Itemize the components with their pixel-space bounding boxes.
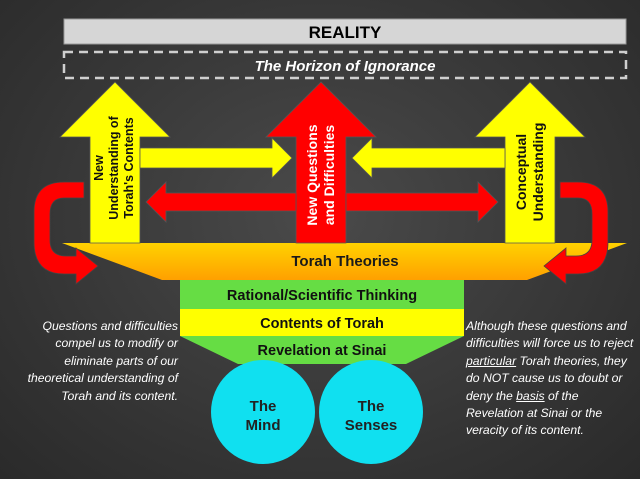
reality-label: REALITY <box>309 23 382 42</box>
center-up-arrow <box>265 81 377 244</box>
svg-text:Torah's Contents: Torah's Contents <box>122 117 136 218</box>
rational-thinking-layer <box>180 280 464 309</box>
horizon-box <box>62 50 628 80</box>
rational-thinking-label: Rational/Scientific Thinking <box>227 288 417 304</box>
torah-theories-layer <box>62 243 627 280</box>
revelation-layer <box>180 336 464 364</box>
svg-text:Conceptual: Conceptual <box>513 134 529 210</box>
svg-text:Understanding of: Understanding of <box>107 115 121 219</box>
right-curved-arrow <box>543 181 609 285</box>
horizon-label: The Horizon of Ignorance <box>255 58 436 75</box>
left-arrow-label: New Understanding of Torah's Contents <box>92 115 136 219</box>
right-arrow-label: Conceptual Understanding <box>513 123 546 222</box>
mind-label-2: Mind <box>246 417 281 434</box>
senses-label-2: Senses <box>345 417 398 434</box>
mind-label-1: The <box>250 398 277 415</box>
mind-circle <box>211 360 315 464</box>
upper-left-yellow-arrow <box>139 137 293 179</box>
svg-text:Understanding: Understanding <box>530 123 546 222</box>
lower-left-red-arrow <box>145 181 297 223</box>
right-explanation: Although these questions and difficultie… <box>466 319 634 438</box>
left-explanation: Questions and difficulties compel us to … <box>27 319 178 403</box>
torah-theories-label: Torah Theories <box>291 253 398 270</box>
reality-bar <box>63 18 627 45</box>
contents-of-torah-layer <box>180 309 464 336</box>
left-curved-arrow <box>33 181 99 285</box>
svg-text:New: New <box>92 155 106 181</box>
upper-right-yellow-arrow <box>351 137 506 179</box>
svg-text:and Difficulties: and Difficulties <box>321 125 337 226</box>
right-up-arrow <box>474 81 586 244</box>
center-arrow-label: New Questions and Difficulties <box>304 124 337 225</box>
revelation-label: Revelation at Sinai <box>258 343 387 359</box>
svg-text:New Questions: New Questions <box>304 124 320 225</box>
senses-label-1: The <box>358 398 385 415</box>
senses-circle <box>319 360 423 464</box>
left-up-arrow <box>59 81 171 244</box>
lower-right-red-arrow <box>345 181 499 223</box>
contents-of-torah-label: Contents of Torah <box>260 316 384 332</box>
